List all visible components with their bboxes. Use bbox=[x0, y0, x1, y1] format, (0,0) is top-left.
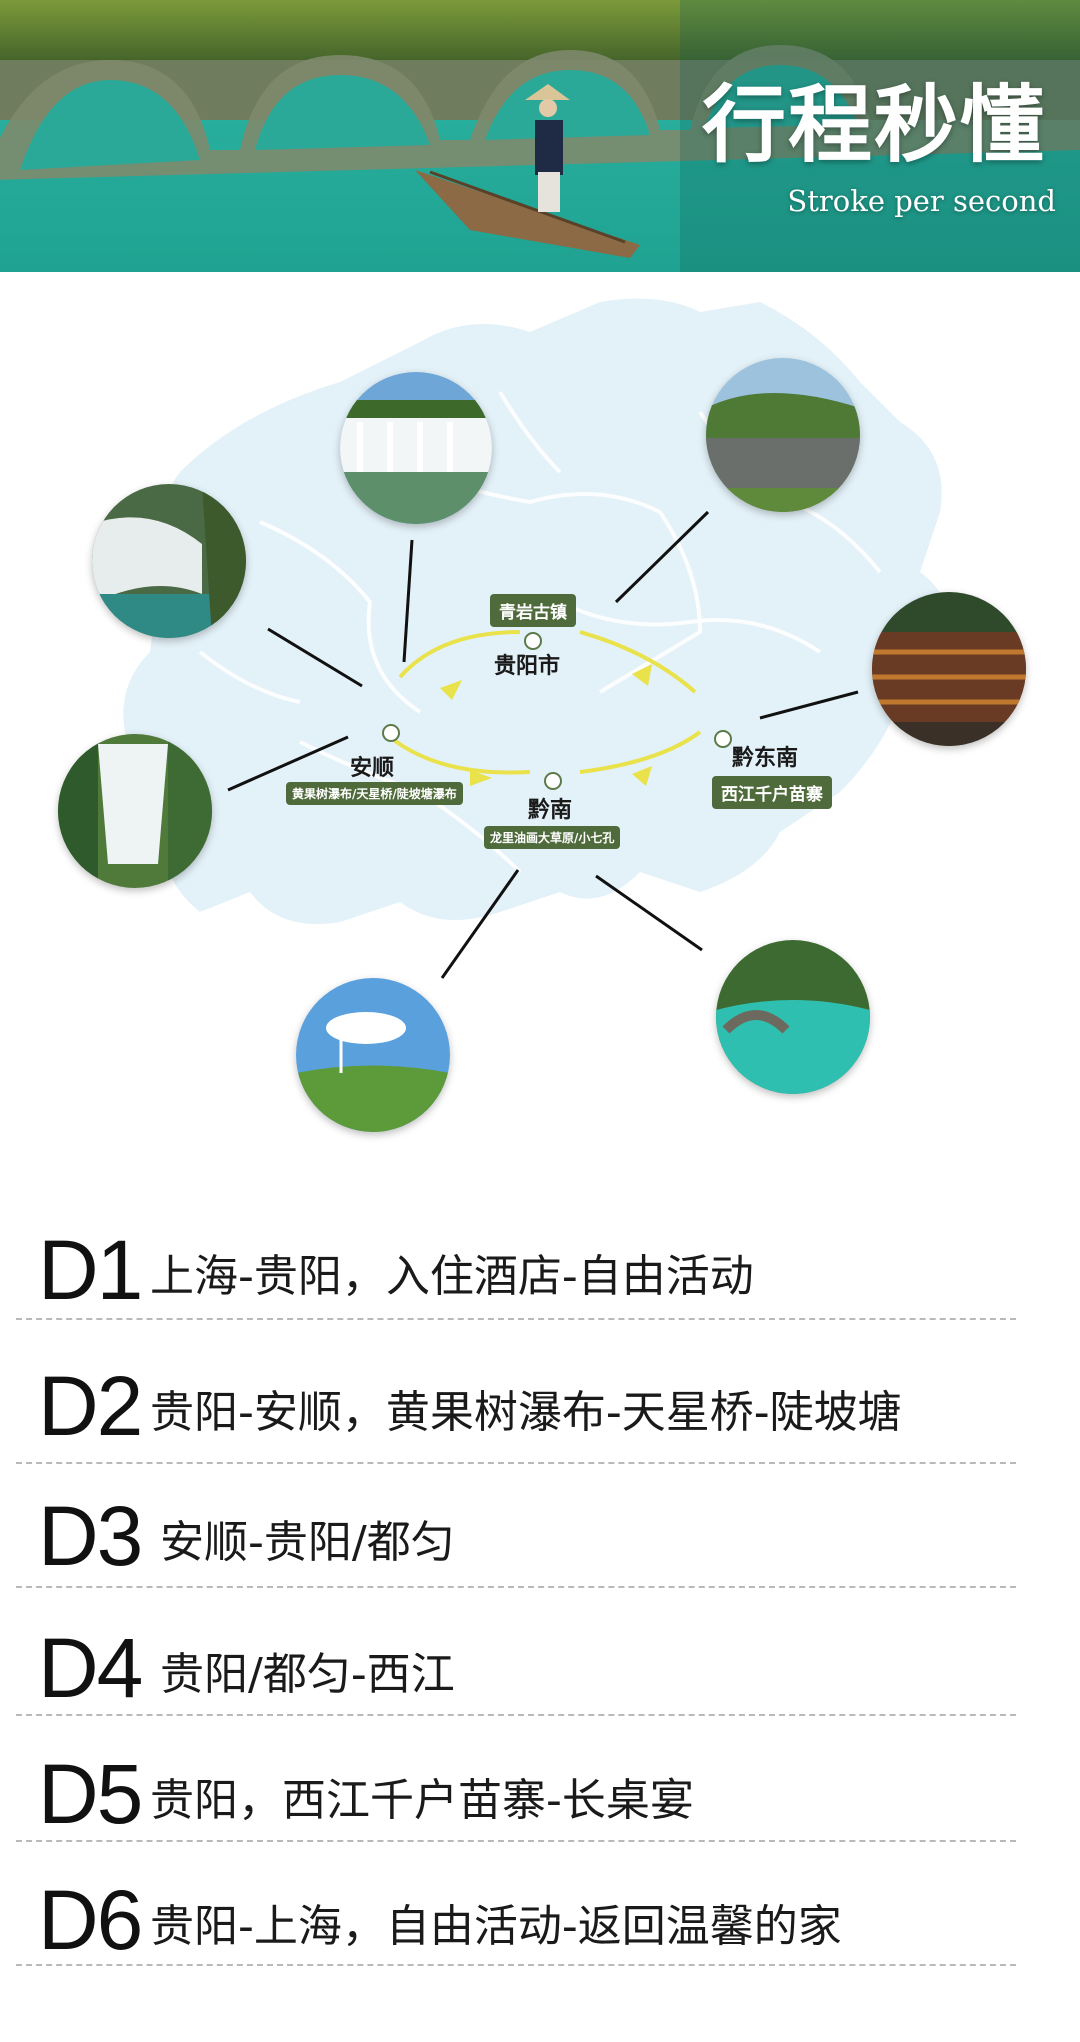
route-arrows bbox=[440, 664, 652, 786]
day-code: D5 bbox=[38, 1747, 143, 1841]
divider bbox=[16, 1462, 1016, 1464]
connector-lines bbox=[227, 510, 859, 979]
day-code: D3 bbox=[38, 1489, 143, 1583]
photo-qingyan-village bbox=[706, 358, 860, 512]
photo-cascade bbox=[92, 484, 246, 638]
photo-xiaoqikong bbox=[716, 940, 870, 1094]
city-qiannan: 黔南 bbox=[528, 798, 573, 823]
page-title: 行程秒懂 bbox=[701, 75, 1046, 174]
city-qiandongnan: 黔东南 bbox=[732, 746, 799, 771]
node-anshun bbox=[382, 724, 400, 742]
day-code: D2 bbox=[38, 1359, 143, 1453]
tag-qiannan-spots: 龙里油画大草原/小七孔 bbox=[484, 826, 621, 849]
day-code: D4 bbox=[38, 1621, 143, 1715]
itinerary-day-3: D3 安顺-贵阳/都匀 bbox=[38, 1486, 1038, 1610]
divider bbox=[16, 1964, 1016, 1966]
photo-xijiang-miao bbox=[872, 592, 1026, 746]
itinerary-day-6: D6 贵阳-上海，自由活动-返回温馨的家 bbox=[38, 1870, 1038, 1994]
tag-qingyan: 青岩古镇 bbox=[490, 594, 576, 627]
day-description: 安顺-贵阳/都匀 bbox=[160, 1517, 455, 1568]
city-guiyang: 贵阳市 bbox=[494, 654, 561, 679]
itinerary-day-2: D2 贵阳-安顺，黄果树瀑布-天星桥-陡坡塘 bbox=[38, 1356, 1038, 1480]
river-boat-photo bbox=[0, 0, 1080, 272]
divider bbox=[16, 1586, 1016, 1588]
header-banner: 行程秒懂 Stroke per second bbox=[0, 0, 1080, 272]
route-loop bbox=[388, 630, 702, 775]
day-description: 贵阳，西江千户苗寨-长桌宴 bbox=[150, 1775, 694, 1826]
node-guiyang bbox=[524, 632, 542, 650]
city-anshun: 安顺 bbox=[350, 756, 395, 781]
day-description: 贵阳-安顺，黄果树瀑布-天星桥-陡坡塘 bbox=[150, 1387, 902, 1438]
itinerary-day-1: D1 上海-贵阳，入住酒店-自由活动 bbox=[38, 1220, 1038, 1344]
photo-longli-grassland bbox=[296, 978, 450, 1132]
itinerary-day-5: D5 贵阳，西江千户苗寨-长桌宴 bbox=[38, 1744, 1038, 1868]
divider bbox=[16, 1318, 1016, 1320]
page-subtitle: Stroke per second bbox=[787, 184, 1056, 218]
photo-waterfall-top bbox=[340, 372, 492, 524]
divider bbox=[16, 1840, 1016, 1842]
tag-anshun-spots: 黄果树瀑布/天星桥/陡坡塘瀑布 bbox=[286, 782, 463, 805]
day-description: 贵阳/都匀-西江 bbox=[160, 1649, 455, 1700]
itinerary-day-4: D4 贵阳/都匀-西江 bbox=[38, 1618, 1038, 1742]
day-description: 上海-贵阳，入住酒店-自由活动 bbox=[150, 1251, 754, 1302]
day-code: D1 bbox=[38, 1223, 143, 1317]
photo-huangguoshu bbox=[58, 734, 212, 888]
day-code: D6 bbox=[38, 1873, 143, 1967]
node-qiandongnan bbox=[714, 730, 732, 748]
day-description: 贵阳-上海，自由活动-返回温馨的家 bbox=[150, 1901, 842, 1952]
divider bbox=[16, 1714, 1016, 1716]
route-map: 青岩古镇 贵阳市 安顺 黄果树瀑布/天星桥/陡坡塘瀑布 黔南 龙里油画大草原/小… bbox=[0, 272, 1080, 1152]
node-qiannan bbox=[544, 772, 562, 790]
tag-xijiang: 西江千户苗寨 bbox=[712, 776, 832, 809]
